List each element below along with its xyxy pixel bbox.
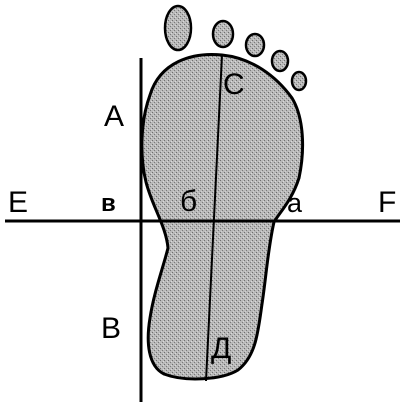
label-a-upper: A — [104, 100, 124, 133]
label-b-cyrillic: б — [180, 185, 197, 218]
label-d-upper: Д — [211, 332, 231, 365]
label-f-upper: F — [378, 186, 396, 219]
label-e-upper: E — [8, 186, 28, 219]
second-toe — [213, 21, 233, 47]
label-a-lower: a — [287, 188, 303, 218]
foot-sole — [142, 54, 303, 378]
fourth-toe — [272, 51, 288, 71]
third-toe — [246, 34, 264, 56]
little-toe — [292, 72, 306, 90]
label-b-upper: B — [101, 312, 121, 345]
label-c-upper: C — [223, 68, 245, 101]
big-toe — [165, 6, 191, 50]
label-v-cyrillic: в — [101, 190, 116, 217]
